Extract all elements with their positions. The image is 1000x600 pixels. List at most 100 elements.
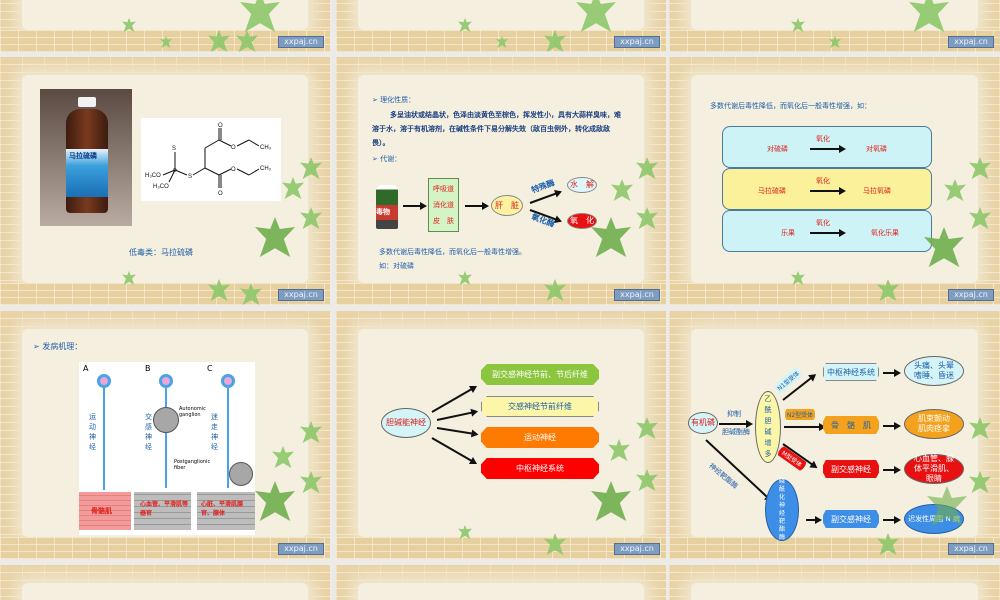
system-parasympathetic-2: 副交感神经 [823,510,879,528]
watermark-badge: xxpaj.cn [948,36,994,48]
svg-text:O: O [218,123,223,129]
svg-text:O: O [231,145,236,151]
acetylcholine-node: 乙酰胆碱增多 [755,391,781,463]
route-skin: 皮 肤 [433,217,454,225]
slide-thumbnail-10[interactable] [0,565,330,600]
organophosphate-node: 有机磷 [688,412,718,434]
slide-thumbnail-1[interactable]: xxpaj.cn [0,0,330,52]
arrow-icon [403,202,427,210]
panel-letter-c: C [207,364,213,373]
brick-band [669,283,1000,305]
slide-thumbnail-11[interactable] [336,565,666,600]
oxidation-node: 氧 化 [567,213,597,229]
poison-bottle-icon: 毒物 [376,185,398,229]
effect-cns: 头痛、头晕嗜睡、昏迷 [904,356,964,386]
system-cns: 中枢神经系统 [823,363,879,381]
brick-band [336,283,666,305]
slide-thumbnail-3[interactable]: xxpaj.cn [669,0,1000,52]
slide-thumbnail-cholinergic[interactable]: 胆碱能神经 副交感神经节前、节后纤维 交感神经节前纤维 运动神经 中枢神经系统 … [336,311,666,559]
svg-text:CH₃: CH₃ [260,166,272,172]
tissue-label: 心血管、平滑肌等器官 [140,501,189,517]
oxidation-row-2: 马拉硫磷 氧化 马拉氧磷 [722,168,932,210]
ganglion-icon [153,407,179,433]
ganglion-icon [229,462,253,486]
slide-paper [358,583,644,600]
watermark-badge: xxpaj.cn [948,543,994,555]
slide-thumbnail-pathway[interactable]: 有机磷 抑制 胆碱酯酶 乙酰胆碱增多 神经靶酯酶 N1型受体 N2型受体 M型受… [669,311,1000,559]
route-respiratory: 呼吸道 [433,185,454,193]
svg-text:H₃CO: H₃CO [153,184,169,190]
nerve-label-b: 交感神经 [145,413,152,451]
slide-paper [22,583,308,600]
slide-thumbnail-oxidation[interactable]: 多数代谢后毒性降低，而氧化后一般毒性增强，如： 对硫磷 氧化 对氧磷 马拉硫磷 … [669,57,1000,305]
reaction-label: 氧化 [816,177,830,185]
neuron-icon [159,374,173,388]
tissue-label: 心脏、平滑肌腺官、腺体 [201,501,244,517]
oxidation-row-3: 乐果 氧化 氧化乐果 [722,210,932,252]
arrow-icon [883,369,901,377]
bullet-heading-metabolism: ➢ 代谢： [372,155,402,163]
brick-band [336,537,666,559]
smooth-muscle: 心血管、平滑肌等器官 [134,492,191,530]
svg-text:S: S [172,146,176,152]
target-parasympathetic: 副交感神经节前、节后纤维 [481,364,599,385]
poison-label: 毒物 [376,208,390,216]
compound-from: 马拉硫磷 [758,187,786,195]
svg-text:P: P [173,169,177,175]
ganglion-label: Autonomic ganglion [179,406,206,418]
nerve-label-a: 运动神经 [89,413,96,451]
system-parasympathetic: 副交感神经 [823,460,879,478]
metabolism-example: 如：对硫磷 [379,262,414,270]
effect-parasympathetic: 心血管、腺体平滑肌、眼睛 [904,454,964,484]
arrow-icon [810,187,846,195]
slide-thumbnail-12[interactable] [669,565,1000,600]
arrow-icon [784,423,826,431]
slide-paper [691,583,978,600]
watermark-badge: xxpaj.cn [278,289,324,301]
arrow-icon [810,145,846,153]
slide-caption: 低毒类：马拉硫磷 [129,248,193,257]
arrow-icon [719,420,753,428]
panel-letter-a: A [83,364,89,373]
axon [227,388,229,488]
slide-thumbnail-2[interactable]: xxpaj.cn [336,0,666,52]
watermark-badge: xxpaj.cn [278,36,324,48]
watermark-badge: xxpaj.cn [614,289,660,301]
slide-thumbnail-mechanism[interactable]: ➢ 发病机理： A 运动神经 骨骼肌 B Autonomic ganglion … [0,311,330,559]
axon [165,388,167,488]
svg-text:O: O [218,191,223,197]
oxidation-row-1: 对硫磷 氧化 对氧磷 [722,126,932,168]
metabolism-note: 多数代谢后毒性降低，而氧化后一般毒性增强。 [379,248,526,256]
slide-thumbnail-metabolism[interactable]: ➢ 理化性质： 多呈油状或结晶状，色泽由淡黄色至棕色，挥发性小，具有大蒜样臭味，… [336,57,666,305]
phosphorylated-nte-node: 磷酰化神经靶酯酶 [765,478,799,541]
system-skeletal: 骨 骼 肌 [823,416,879,434]
liver-node: 肝 脏 [491,195,523,216]
bottle-photo: 马拉硫磷 [40,89,132,226]
acetylcholine-label: 乙酰胆碱增多 [764,395,772,458]
effect-skeletal: 肌束颤动肌肉痉挛 [904,409,964,439]
neuron-icon [97,374,111,388]
arrow-icon [883,516,901,524]
target-cns: 中枢神经系统 [481,458,599,479]
compound-to: 对氧磷 [866,145,887,153]
svg-text:O: O [231,167,236,173]
watermark-badge: xxpaj.cn [614,36,660,48]
axon [103,388,105,490]
bottle-label-text: 马拉硫磷 [69,152,97,160]
slide-thumbnail-malathion[interactable]: 马拉硫磷 [0,57,330,305]
chemical-structure-diagram: H₃CO H₃CO S P S O O O O CH₃ CH₃ [141,118,281,201]
oxidation-intro: 多数代谢后毒性降低，而氧化后一般毒性增强，如： [710,102,871,110]
brick-band [0,537,330,559]
tissue-label: 骨骼肌 [91,507,112,515]
bullet-heading-properties: ➢ 理化性质： [372,96,416,104]
route-digestive: 消化道 [433,201,454,209]
arrow-icon [883,466,901,474]
hydrolysis-node: 水 解 [567,177,597,193]
reaction-label: 氧化 [816,219,830,227]
svg-text:H₃CO: H₃CO [145,173,161,179]
target-motor-nerve: 运动神经 [481,427,599,448]
nerve-label-c: 迷走神经 [211,413,218,451]
nerve-diagram: A 运动神经 骨骼肌 B Autonomic ganglion Postgang… [79,362,255,535]
watermark-badge: xxpaj.cn [614,543,660,555]
